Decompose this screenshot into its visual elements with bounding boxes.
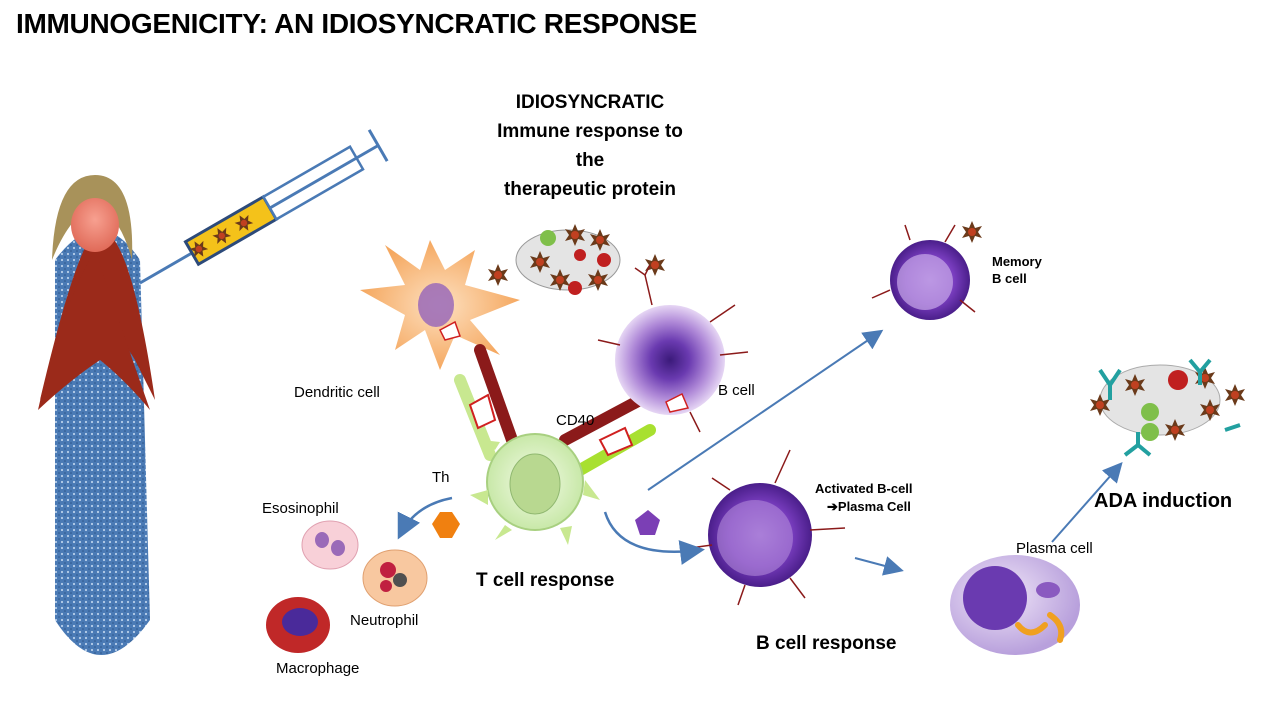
label-memory-b-cell-line-1: Memory xyxy=(992,254,1042,269)
arrow-to-activated-b-cell xyxy=(603,511,705,565)
antigen-icon xyxy=(635,510,660,535)
arrow-to-plasma-cell xyxy=(854,556,904,576)
plasma-cell xyxy=(950,555,1080,655)
label-macrophage: Macrophage xyxy=(276,660,360,677)
label-b-cell: B cell xyxy=(718,382,755,399)
label-b-cell-response: B cell response xyxy=(756,633,897,654)
dendritic-cell xyxy=(360,240,520,370)
syringe-icon xyxy=(139,129,389,285)
label-activated-b-cell-line-1: Activated B-cell xyxy=(815,481,913,496)
label-th: Th xyxy=(432,469,450,486)
subtitle-line-3: the xyxy=(575,150,605,171)
eosinophil-cell xyxy=(301,520,359,570)
b-cell xyxy=(597,264,749,433)
ada-complex-icon xyxy=(1090,358,1245,457)
label-memory-b-cell: Memory B cell xyxy=(992,253,1042,287)
subtitle-line-1: IDIOSYNCRATIC xyxy=(515,92,665,113)
label-dendritic-cell: Dendritic cell xyxy=(294,384,380,401)
neutrophil-cell xyxy=(362,549,428,607)
subtitle-line-4: therapeutic protein xyxy=(503,179,677,200)
diagram-subtitle: IDIOSYNCRATIC Immune response to the the… xyxy=(470,88,710,204)
label-memory-b-cell-line-2: B cell xyxy=(992,271,1027,286)
label-neutrophil: Neutrophil xyxy=(350,612,419,629)
label-activated-b-cell-line-2: ➔Plasma Cell xyxy=(827,499,911,514)
activated-b-cell xyxy=(689,449,846,606)
patient-figure xyxy=(38,175,155,655)
arrow-th-to-granulocytes xyxy=(397,496,453,540)
label-cd40: CD40 xyxy=(556,412,595,429)
label-esosinophil: Esosinophil xyxy=(262,500,339,517)
macrophage-cell xyxy=(266,597,330,653)
t-cell xyxy=(470,433,600,545)
page-title: IMMUNOGENICITY: AN IDIOSYNCRATIC RESPONS… xyxy=(16,8,697,39)
label-t-cell-response: T cell response xyxy=(476,570,615,591)
label-ada-induction: ADA induction xyxy=(1094,490,1233,512)
protein-aggregate-icon xyxy=(488,224,665,295)
subtitle-line-2: Immune response to xyxy=(497,121,683,142)
mhc-tcr-connectors xyxy=(454,344,656,476)
memory-b-cell xyxy=(871,221,982,320)
label-plasma-cell: Plasma cell xyxy=(1016,540,1093,557)
th-cytokine-icon xyxy=(432,512,460,538)
arrow-to-memory-b-cell xyxy=(647,329,884,491)
arrow-to-ada xyxy=(1051,462,1123,543)
label-activated-b-cell: Activated B-cell ➔Plasma Cell xyxy=(815,480,913,516)
